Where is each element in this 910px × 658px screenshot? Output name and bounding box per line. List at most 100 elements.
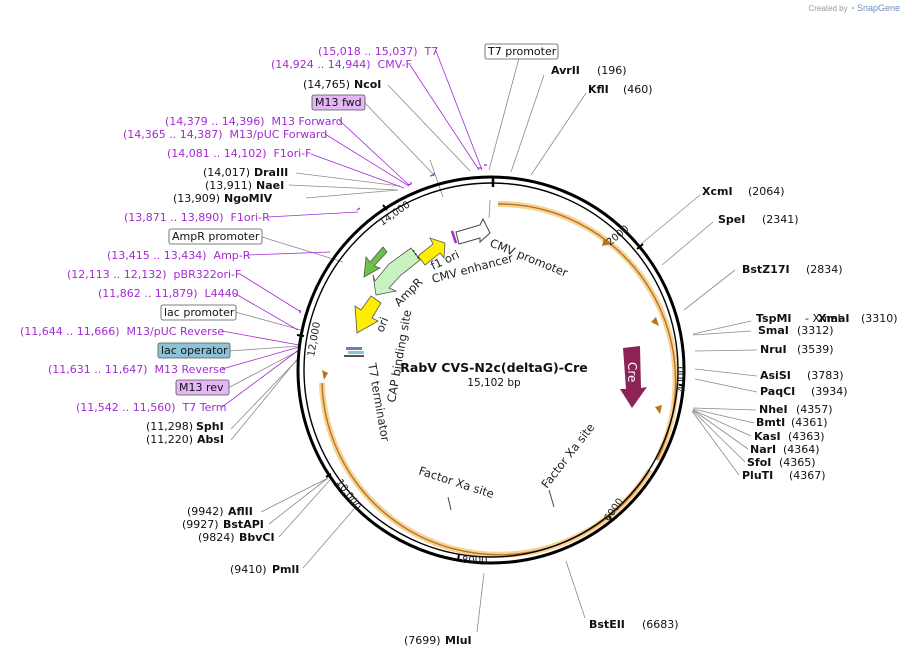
primer-m13-puc-reverse: (11,644 .. 11,666) M13/pUC Reverse bbox=[20, 325, 224, 338]
primer-t7-term: (11,542 .. 11,560) T7 Term bbox=[76, 401, 226, 414]
map-label: (11,298) bbox=[146, 420, 193, 433]
map-label: (9927) bbox=[182, 518, 219, 531]
map-label: (11,220) bbox=[146, 433, 193, 446]
site-sphi: (11,298)SphI bbox=[146, 420, 224, 433]
primer-markers bbox=[299, 164, 487, 313]
primer-t7: (15,018 .. 15,037) T7 bbox=[318, 45, 438, 58]
m13-fwd-label: M13 fwd bbox=[315, 96, 362, 109]
map-label: (2341) bbox=[762, 213, 799, 226]
site-pluti: PluTI (4367) bbox=[742, 469, 826, 482]
site-bstz17i: BstZ17I(2834) bbox=[742, 263, 843, 276]
map-label: NruI bbox=[760, 343, 787, 356]
primer-leader-lines bbox=[221, 50, 483, 408]
map-label: (3310) bbox=[861, 312, 898, 325]
ori-label: ori bbox=[373, 315, 392, 334]
map-label: AflII bbox=[228, 505, 253, 518]
map-label: (3539) bbox=[797, 343, 834, 356]
map-label: XcmI bbox=[702, 185, 733, 198]
site-nhei: NheI(4357) bbox=[759, 403, 833, 416]
factor-xa-site-2-label: Factor Xa site bbox=[538, 421, 597, 491]
plasmid-name: RabV CVS-N2c(deltaG)-Cre bbox=[400, 360, 587, 375]
snapgene-watermark: Created by ◔ SnapGene bbox=[809, 3, 901, 13]
watermark-brand: SnapGene bbox=[856, 3, 900, 13]
site-nari: NarI(4364) bbox=[750, 443, 820, 456]
map-label: NaeI bbox=[256, 179, 284, 192]
map-label: - XmaI bbox=[805, 312, 841, 325]
site-kfli: KflI(460) bbox=[588, 83, 653, 96]
t7-term-marker bbox=[344, 355, 364, 357]
orf-arrow-4 bbox=[322, 370, 328, 380]
map-label: (4365) bbox=[779, 456, 816, 469]
left-sites: (14,765)NcoI (14,017)DraIII (13,911)NaeI… bbox=[146, 78, 472, 647]
site-draiii: (14,017) DraIII bbox=[203, 166, 288, 179]
factor-xa-site-2-line bbox=[548, 489, 555, 508]
map-label: (2834) bbox=[806, 263, 843, 276]
map-label: SfoI bbox=[747, 456, 771, 469]
primer-f1ori-r: (13,871 .. 13,890) F1ori-R bbox=[124, 211, 270, 224]
site-xcmi: XcmI (2064) bbox=[702, 185, 785, 198]
t7-promoter-label: T7 promoter bbox=[487, 45, 557, 58]
ring-tick-marks bbox=[296, 204, 683, 562]
backbone-outer bbox=[296, 175, 686, 565]
map-label: (14,017) bbox=[203, 166, 250, 179]
map-label: PluTI bbox=[742, 469, 773, 482]
map-label: SmaI bbox=[758, 324, 789, 337]
map-label: AvrII bbox=[551, 64, 580, 77]
map-label: DraIII bbox=[254, 166, 288, 179]
primer-labels: (15,018 .. 15,037) T7 (14,924 .. 14,944)… bbox=[20, 45, 438, 414]
boxed-labels: T7 promoter M13 fwd AmpR promoter lac pr… bbox=[157, 43, 559, 396]
cmv-promoter-arrow bbox=[455, 217, 491, 245]
site-bbvci: (9824) BbvCI bbox=[198, 531, 275, 544]
site-ngomiv: (13,909) NgoMIV bbox=[173, 192, 273, 205]
backbone-inner bbox=[303, 182, 679, 558]
map-label: (4364) bbox=[783, 443, 820, 456]
leader-lines bbox=[227, 57, 758, 633]
map-label: BstAPI bbox=[223, 518, 264, 531]
ampr-arrow bbox=[372, 247, 421, 296]
lac-promoter-label: lac promoter bbox=[164, 306, 235, 319]
m13-rev-label: M13 rev bbox=[179, 381, 224, 394]
map-label: KflI bbox=[588, 83, 609, 96]
primer-m13-reverse: (11,631 .. 11,647) M13 Reverse bbox=[48, 363, 226, 376]
site-absi: (11,220)AbsI bbox=[146, 433, 224, 446]
map-label: (2064) bbox=[748, 185, 785, 198]
right-sites: AvrII(196) KflI(460) XcmI (2064) SpeI(234… bbox=[551, 64, 898, 631]
map-label: (4367) bbox=[789, 469, 826, 482]
map-label: (9942) bbox=[187, 505, 224, 518]
ampr-dots bbox=[412, 249, 420, 260]
map-label: BbvCI bbox=[239, 531, 275, 544]
site-asisi: AsiSI(3783) bbox=[760, 369, 844, 382]
tick-label-4000: 4000 bbox=[676, 367, 687, 392]
f1-ori-arrow bbox=[417, 237, 446, 266]
snapgene-logo-icon: ◔ bbox=[849, 4, 855, 13]
primer-m13-forward: (14,379 .. 14,396) M13 Forward bbox=[165, 115, 343, 128]
cap-site-marker bbox=[348, 351, 364, 354]
map-label: (3934) bbox=[811, 385, 848, 398]
map-label: AsiSI bbox=[760, 369, 791, 382]
watermark-created-by: Created by bbox=[808, 4, 848, 13]
site-ncoi: (14,765)NcoI bbox=[303, 78, 381, 91]
map-label: (9410) bbox=[230, 563, 267, 576]
map-label: TspMI bbox=[756, 312, 792, 325]
map-label: (14,765) bbox=[303, 78, 350, 91]
site-avrii: AvrII(196) bbox=[551, 64, 627, 77]
site-smai: SmaI (3312) bbox=[758, 324, 834, 337]
map-label: (13,909) bbox=[173, 192, 220, 205]
site-paqci: PaqCI(3934) bbox=[760, 385, 848, 398]
site-bsteii: BstEII(6683) bbox=[589, 618, 679, 631]
map-label: (9824) bbox=[198, 531, 235, 544]
primer-m13-puc-forward: (14,365 .. 14,387) M13/pUC Forward bbox=[123, 128, 327, 141]
lac-operator-marker bbox=[346, 347, 362, 350]
map-label: (7699) bbox=[404, 634, 441, 647]
site-spei: SpeI(2341) bbox=[718, 213, 799, 226]
site-mlui: (7699)MluI bbox=[404, 634, 472, 647]
map-label: PmlI bbox=[272, 563, 299, 576]
map-label: NgoMIV bbox=[224, 192, 273, 205]
map-label: (3312) bbox=[797, 324, 834, 337]
plasmid-length: 15,102 bp bbox=[467, 377, 521, 389]
inner-features bbox=[344, 217, 647, 511]
orf-arrow-2 bbox=[651, 317, 659, 326]
orf-arrow-3 bbox=[655, 405, 662, 414]
tick-label-2000: 2000 bbox=[605, 224, 632, 249]
